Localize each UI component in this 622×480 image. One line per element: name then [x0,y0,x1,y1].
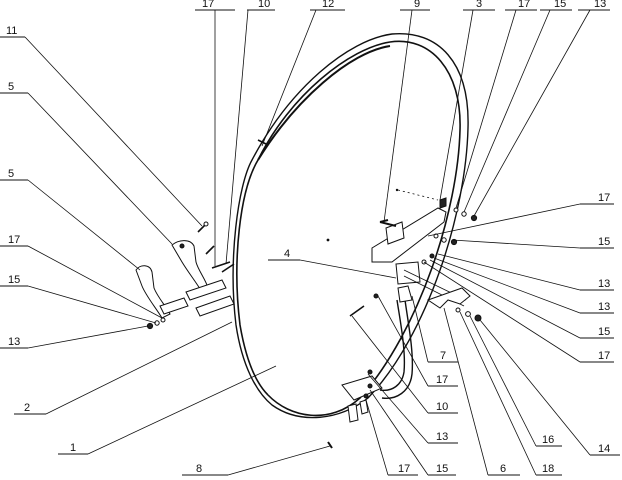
leader-13-left [27,325,149,349]
leader-5-b [27,179,141,271]
callout-15-topright: 15 [554,0,566,10]
leader-17-left [27,245,163,319]
callout-5-b: 5 [8,168,14,180]
lower-clamp [341,369,383,423]
callout-13-topright: 13 [594,0,606,10]
callout-4: 4 [284,248,290,260]
leader-15-r2 [429,259,581,339]
leader-6 [443,307,489,476]
callout-6: 6 [500,463,506,475]
callout-14: 14 [598,443,610,455]
leader-5-a [27,92,173,245]
callout-10-top: 10 [258,0,270,10]
leader-1 [87,365,277,455]
mounting-clamp-lower [135,265,189,319]
callout-17-r1: 17 [598,192,610,204]
leader-17-topright [455,9,517,209]
callout-13-bot: 13 [436,431,448,443]
callout-13-r2: 13 [598,301,610,313]
callout-15-left: 15 [8,274,20,286]
hardware [146,139,482,449]
callout-10-mid: 10 [436,401,448,413]
callout-12-top: 12 [322,0,334,10]
callout-15-r1: 15 [598,236,610,248]
bracket-plates [185,261,235,317]
leader-18 [459,311,537,476]
callout-labels: 17 10 12 9 3 17 15 13 11 5 5 17 15 13 2 … [6,0,610,475]
callout-7: 7 [440,350,446,362]
leader-12-top [261,9,317,147]
support-arm [379,299,414,399]
leader-13-r1 [437,253,581,291]
callout-13-r1: 13 [598,278,610,290]
leader-4 [299,259,397,279]
leader-9-top [383,9,413,223]
leader-10-mid [351,315,429,414]
callout-13-left: 13 [8,336,20,348]
leader-13-r2 [433,257,581,314]
leader-10-top [225,9,249,265]
callout-17-mid: 17 [436,374,448,386]
callout-18: 18 [542,463,554,475]
leader-15-bot [369,389,429,476]
callout-2: 2 [24,402,30,414]
leader-14 [479,319,591,456]
leader-16 [469,315,537,447]
callout-17-r2: 17 [598,350,610,362]
leader-17-r1 [427,203,581,237]
callout-1: 1 [70,442,76,454]
leader-7 [411,295,429,363]
leader-15-left [27,285,157,324]
leader-17-mid [377,295,429,387]
callout-17-top: 17 [202,0,214,10]
leader-11 [24,36,203,227]
callout-17-bot: 17 [398,463,410,475]
callout-16: 16 [542,434,554,446]
leader-2 [45,321,233,415]
mounting-clamp-upper [171,240,209,293]
callout-8: 8 [196,463,202,475]
leader-13-bot [367,373,429,444]
callout-5-a: 5 [8,81,14,93]
leader-lines [0,9,620,476]
callout-15-bot: 15 [436,463,448,475]
leader-15-topright [463,9,551,213]
leader-15-r1 [451,239,581,249]
callout-15-r2: 15 [598,326,610,338]
lnb-holder-assembly [371,188,471,309]
leader-17-r2 [423,261,581,363]
callout-9-top: 9 [414,0,420,10]
callout-17-left: 17 [8,234,20,246]
leader-8 [227,445,331,476]
leader-3-top [439,9,474,201]
callout-3-top: 3 [476,0,482,10]
leader-13-topright [473,9,591,217]
leader-17-bot [365,399,389,476]
callout-17-topright: 17 [518,0,530,10]
callout-11: 11 [6,25,17,37]
